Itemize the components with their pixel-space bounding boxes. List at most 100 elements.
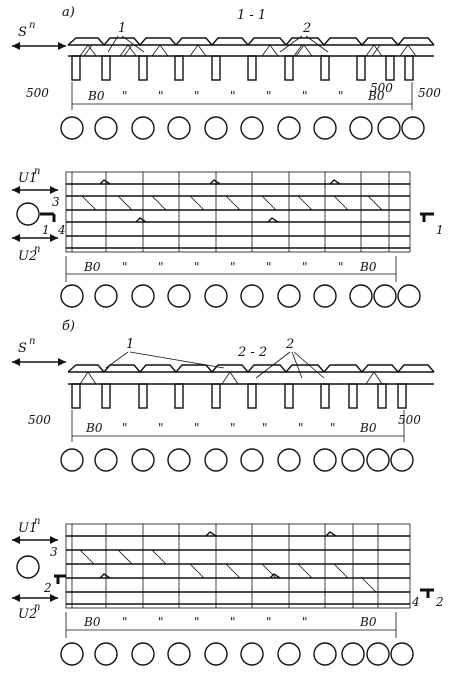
leader-line-2b bbox=[305, 35, 329, 53]
force-u2-sup: п bbox=[34, 244, 40, 255]
roof-slab-grid bbox=[65, 171, 411, 253]
ditto-1: " bbox=[122, 89, 128, 103]
force-u1-sup: п bbox=[34, 166, 40, 177]
force-u2-label: U2 bbox=[18, 249, 37, 264]
force-u1-arrow bbox=[12, 186, 58, 194]
force-u1-sup-b: п bbox=[34, 516, 40, 527]
cut-mark-left-b bbox=[54, 574, 66, 584]
force-s-sup: п bbox=[29, 20, 35, 31]
leader-label-1b: 1 bbox=[126, 337, 134, 352]
dim-500-left-b: 500 bbox=[28, 413, 51, 427]
plan-dimension-line-b bbox=[65, 612, 397, 638]
force-u1-label: U1 bbox=[18, 171, 37, 186]
panel-a-section-title: 1 - 1 bbox=[237, 8, 266, 23]
columns-row bbox=[71, 55, 414, 81]
leader-line-2a bbox=[279, 35, 303, 53]
plan-ditto-b6: " bbox=[302, 615, 308, 629]
ditto-6: " bbox=[302, 89, 308, 103]
ditto-5: " bbox=[266, 89, 272, 103]
dim-500-left: 500 bbox=[26, 86, 49, 100]
ditto-2: " bbox=[158, 89, 164, 103]
dim-b0-right: B0 bbox=[367, 89, 385, 103]
panel-b-section: б) 2 - 2 1 2 S п bbox=[12, 319, 435, 472]
force-u2-label-b: U2 bbox=[18, 607, 37, 622]
cut-label-right-b: 2 bbox=[435, 595, 444, 609]
dim-b0-left-b: B0 bbox=[85, 421, 103, 435]
roof-trusses bbox=[67, 35, 435, 57]
axis-circles-row-1 bbox=[60, 116, 425, 140]
leader-label-1: 1 bbox=[118, 21, 126, 36]
cut-label-right: 1 bbox=[436, 223, 444, 237]
ditto-b5: " bbox=[262, 421, 268, 435]
force-s-arrow bbox=[12, 42, 66, 50]
force-s-sup-b: п bbox=[29, 336, 35, 347]
plan-ditto-7: " bbox=[338, 260, 344, 274]
plan-ditto-b5: " bbox=[266, 615, 272, 629]
mark-4-b: 4 bbox=[411, 595, 420, 609]
panel-b-plan: U1 п U2 п 3 4 2 2 bbox=[12, 516, 444, 666]
cut-label-left: 1 bbox=[42, 223, 50, 237]
panel-a-section: а) 1 - 1 1 2 S п bbox=[12, 5, 441, 140]
cut-mark-right bbox=[420, 212, 434, 222]
roof-slab-grid-b bbox=[65, 523, 411, 609]
force-s-arrow-b bbox=[12, 358, 66, 366]
dim-500-right: 500 bbox=[418, 86, 441, 100]
plan-dimension-line bbox=[65, 256, 397, 282]
plan-dim-b0-left-b: B0 bbox=[83, 615, 101, 629]
ditto-7: " bbox=[338, 89, 344, 103]
panel-a-letter: а) bbox=[62, 5, 75, 20]
dim-500-mid: 500 bbox=[370, 81, 393, 95]
axis-circles-row-4 bbox=[60, 642, 414, 666]
dim-500-right-b: 500 bbox=[398, 413, 421, 427]
leader-label-2: 2 bbox=[302, 21, 311, 36]
ditto-b1: " bbox=[122, 421, 128, 435]
plan-dim-b0-right-b: B0 bbox=[359, 615, 377, 629]
axis-circles-row-3 bbox=[60, 448, 414, 472]
dim-b0-right-b: B0 bbox=[359, 421, 377, 435]
force-u1-arrow-b bbox=[12, 536, 58, 544]
plan-axis-circle-b bbox=[16, 555, 40, 579]
plan-ditto-b3: " bbox=[194, 615, 200, 629]
plan-ditto-2: " bbox=[158, 260, 164, 274]
ditto-b4: " bbox=[230, 421, 236, 435]
plan-ditto-b4: " bbox=[230, 615, 236, 629]
plan-dim-b0-right: B0 bbox=[359, 260, 377, 274]
cut-label-left-b: 2 bbox=[43, 581, 52, 595]
ditto-b6: " bbox=[298, 421, 304, 435]
panel-b-letter: б) bbox=[62, 319, 75, 334]
mark-3: 3 bbox=[52, 195, 60, 209]
dim-b0-left: B0 bbox=[87, 89, 105, 103]
plan-ditto-b1: " bbox=[122, 615, 128, 629]
leader-line-1a bbox=[107, 35, 119, 53]
panel-b-section-title: 2 - 2 bbox=[237, 345, 267, 360]
force-u2-sup-b: п bbox=[34, 602, 40, 613]
force-s-label: S bbox=[18, 25, 27, 40]
ditto-4: " bbox=[230, 89, 236, 103]
plan-ditto-1: " bbox=[122, 260, 128, 274]
force-u2-arrow bbox=[12, 234, 58, 242]
leader-label-2b: 2 bbox=[285, 337, 294, 352]
plan-ditto-3: " bbox=[194, 260, 200, 274]
cut-mark-right-b bbox=[420, 588, 434, 598]
leader-line-1b bbox=[121, 35, 145, 53]
cut-mark-left bbox=[40, 212, 56, 222]
mark-3-b: 3 bbox=[50, 545, 58, 559]
ditto-b3: " bbox=[194, 421, 200, 435]
plan-ditto-4: " bbox=[230, 260, 236, 274]
plan-ditto-6: " bbox=[302, 260, 308, 274]
plan-axis-circle-a bbox=[16, 202, 40, 226]
panel-a-plan: U1 п U2 п 3 4 1 1 bbox=[12, 166, 444, 308]
force-s-label-b: S bbox=[18, 341, 27, 356]
ditto-b7: " bbox=[330, 421, 336, 435]
plan-dim-b0-left: B0 bbox=[83, 260, 101, 274]
axis-circles-row-2 bbox=[60, 284, 421, 308]
ditto-b2: " bbox=[158, 421, 164, 435]
columns-row-b bbox=[71, 383, 407, 409]
mark-4: 4 bbox=[57, 223, 66, 237]
dimension-line-b bbox=[71, 410, 405, 442]
dimension-line bbox=[71, 82, 413, 110]
plan-ditto-5: " bbox=[266, 260, 272, 274]
force-u1-label-b: U1 bbox=[18, 521, 37, 536]
plan-ditto-b2: " bbox=[158, 615, 164, 629]
ditto-3: " bbox=[194, 89, 200, 103]
